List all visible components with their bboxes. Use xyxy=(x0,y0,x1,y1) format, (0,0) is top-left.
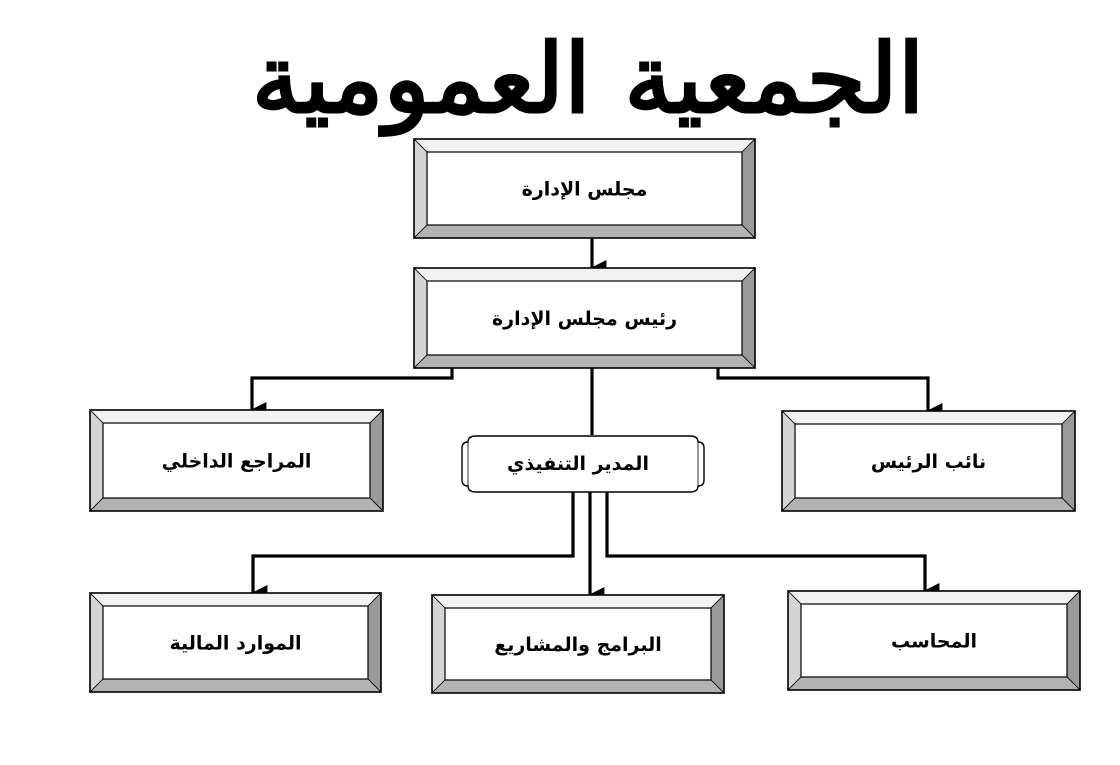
node-board: مجلس الإدارة xyxy=(413,138,756,239)
connector-chairman-to-vice-chairman xyxy=(716,368,943,419)
node-accountant-bevel-bottom xyxy=(787,676,1081,691)
node-financial-resources: الموارد المالية xyxy=(89,592,382,693)
node-vice-chairman-label: نائب الرئيس xyxy=(871,451,986,473)
node-board-bevel-right xyxy=(741,138,756,239)
node-internal-auditor-bevel-right xyxy=(369,409,384,512)
node-chairman-label: رئيس مجلس الإدارة xyxy=(492,308,677,330)
node-internal-auditor-bevel-bottom xyxy=(89,497,384,512)
chart-title: الجمعية العمومية xyxy=(252,22,925,137)
node-financial-resources-face xyxy=(102,605,369,680)
node-internal-auditor-face xyxy=(102,422,371,499)
node-chairman-bevel-left xyxy=(413,267,428,369)
node-financial-resources-bevel-top xyxy=(89,592,382,607)
node-vice-chairman-bevel-top xyxy=(781,410,1076,425)
node-board-bevel-top xyxy=(413,138,756,153)
node-vice-chairman: نائب الرئيس xyxy=(781,410,1076,512)
node-financial-resources-outline xyxy=(89,592,382,693)
node-financial-resources-bevel-right xyxy=(367,592,382,693)
node-board-label: مجلس الإدارة xyxy=(522,179,648,201)
node-chairman-face xyxy=(426,280,743,356)
connectors xyxy=(250,237,943,603)
connector-executive-to-accountant xyxy=(605,492,940,599)
node-financial-resources-bevel-bottom xyxy=(89,678,382,693)
node-accountant-label: المحاسب xyxy=(891,631,977,653)
node-financial-resources-label: الموارد المالية xyxy=(169,633,301,655)
node-board-face xyxy=(426,151,743,226)
node-internal-auditor-label: المراجع الداخلي xyxy=(162,451,312,473)
node-internal-auditor-outline xyxy=(89,409,384,512)
node-accountant-bevel-top xyxy=(787,590,1081,605)
node-accountant-bevel-left xyxy=(787,590,802,691)
node-accountant: المحاسب xyxy=(787,590,1081,691)
node-chairman-outline xyxy=(413,267,756,369)
node-chairman-bevel-bottom xyxy=(413,354,756,369)
node-vice-chairman-outline xyxy=(781,410,1076,512)
node-accountant-bevel-right xyxy=(1066,590,1081,691)
node-internal-auditor: المراجع الداخلي xyxy=(89,409,384,512)
node-programs-projects-label: البرامج والمشاريع xyxy=(494,634,662,656)
node-chairman: رئيس مجلس الإدارة xyxy=(413,267,756,369)
node-board-outline xyxy=(413,138,756,239)
node-programs-projects-bevel-left xyxy=(431,594,446,694)
connector-executive-to-financial-resources xyxy=(251,492,575,601)
node-board-bevel-left xyxy=(413,138,428,239)
node-vice-chairman-face xyxy=(794,423,1063,499)
node-board-bevel-bottom xyxy=(413,224,756,239)
node-chairman-bevel-top xyxy=(413,267,756,282)
node-accountant-outline xyxy=(787,590,1081,691)
node-internal-auditor-bevel-left xyxy=(89,409,104,512)
node-internal-auditor-bevel-top xyxy=(89,409,384,424)
node-accountant-face xyxy=(800,603,1068,678)
node-programs-projects: البرامج والمشاريع xyxy=(431,594,725,694)
node-programs-projects-bevel-top xyxy=(431,594,725,609)
connector-chairman-to-internal-auditor xyxy=(250,368,454,418)
node-financial-resources-bevel-left xyxy=(89,592,104,693)
executive-banner-shape xyxy=(461,435,705,493)
node-vice-chairman-bevel-right xyxy=(1061,410,1076,512)
node-vice-chairman-bevel-left xyxy=(781,410,796,512)
node-executive-director: المدير التنفيذي xyxy=(461,435,705,493)
node-programs-projects-bevel-bottom xyxy=(431,679,725,694)
node-vice-chairman-bevel-bottom xyxy=(781,497,1076,512)
node-executive-director-label: المدير التنفيذي xyxy=(507,453,649,476)
node-programs-projects-bevel-right xyxy=(710,594,725,694)
node-programs-projects-outline xyxy=(431,594,725,694)
node-chairman-bevel-right xyxy=(741,267,756,369)
node-programs-projects-face xyxy=(444,607,712,681)
